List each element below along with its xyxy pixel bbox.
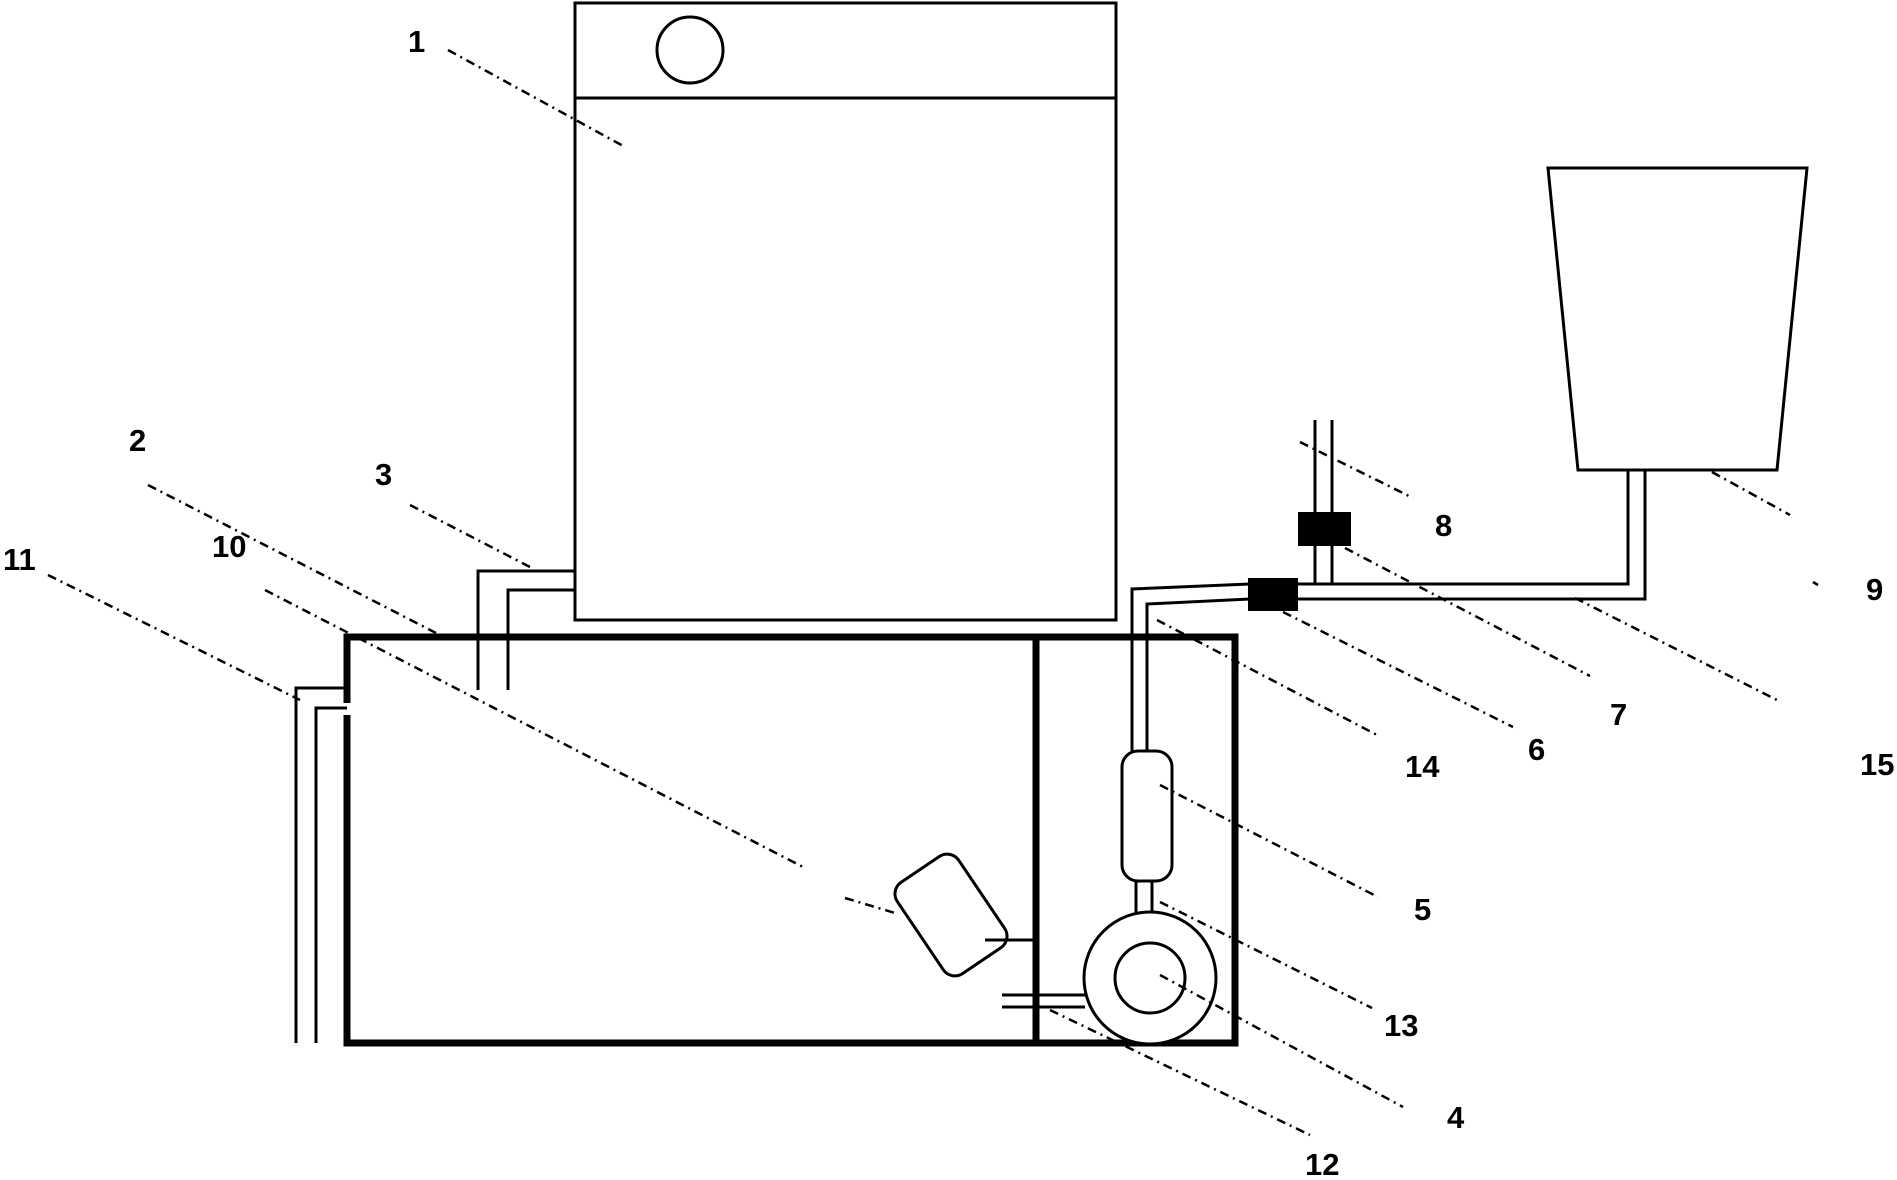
label-10: 10 xyxy=(212,529,246,564)
pump-riser xyxy=(1134,880,1154,912)
pump xyxy=(1082,910,1218,1046)
float xyxy=(893,852,1009,978)
supply-pipe xyxy=(1130,582,1251,751)
inlet-pipe xyxy=(1313,420,1334,584)
label-11: 11 xyxy=(3,542,36,577)
lower-tank xyxy=(343,633,1239,1047)
label-7: 7 xyxy=(1610,697,1627,732)
connecting-pipe xyxy=(476,569,575,690)
label-1: 1 xyxy=(408,24,425,59)
filter xyxy=(1120,749,1174,883)
label-4: 4 xyxy=(1447,1100,1465,1135)
upper-cabinet xyxy=(573,1,1118,622)
outlet-pipe xyxy=(294,686,347,1043)
reservoir xyxy=(1546,166,1809,472)
label-2: 2 xyxy=(129,423,146,458)
label-15: 15 xyxy=(1860,747,1894,782)
leader-lines xyxy=(47,48,1819,1137)
valve xyxy=(1248,578,1298,611)
pump-shaft xyxy=(1002,993,1085,1009)
label-14: 14 xyxy=(1405,749,1440,784)
label-13: 13 xyxy=(1384,1008,1418,1043)
round-window xyxy=(655,15,725,85)
label-5: 5 xyxy=(1414,892,1431,927)
label-12: 12 xyxy=(1305,1147,1339,1180)
reservoir-pipe xyxy=(1298,468,1647,601)
inlet-valve xyxy=(1298,512,1351,546)
float-assembly xyxy=(893,852,1036,978)
label-8: 8 xyxy=(1435,508,1452,543)
label-6: 6 xyxy=(1528,732,1545,767)
part-labels: 1 2 3 10 11 8 9 7 6 14 15 5 13 4 12 xyxy=(3,24,1894,1180)
label-3: 3 xyxy=(375,457,392,492)
label-9: 9 xyxy=(1866,572,1883,607)
